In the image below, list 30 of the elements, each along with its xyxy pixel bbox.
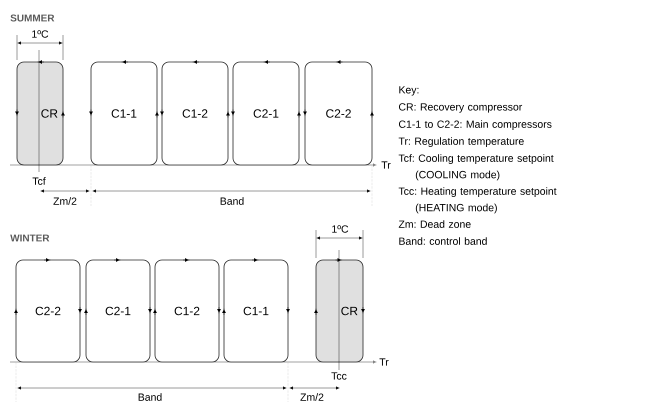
key-entry: Tr: Regulation temperature: [398, 137, 524, 147]
key-entry: Band: control band: [399, 237, 487, 245]
axis-label: Band: [219, 196, 245, 206]
key-entry: Zm: Dead zone: [398, 220, 471, 228]
key-entry: Key:: [399, 86, 418, 96]
dimension-label: 1ºC: [30, 30, 50, 38]
axis-label: Tcf: [32, 176, 46, 186]
hysteresis-loop: CR: [15, 60, 65, 166]
key-entry: Tcc: Heating temperature setpoint (HEATING mode): [398, 187, 557, 214]
axis-label: Band: [137, 392, 163, 402]
key-entry: Tcf: Cooling temperature setpoint (COOLING mode): [398, 154, 554, 180]
key-entry: C1-1 to C2-2: Main compressors: [399, 120, 552, 130]
hysteresis-loop: C2-2: [14, 258, 82, 362]
hysteresis-loop: C1-1: [222, 258, 290, 362]
hysteresis-loop: C2-1: [231, 60, 301, 166]
hysteresis-loop: C2-2: [303, 60, 374, 166]
section-title: WINTER: [10, 234, 50, 242]
axis-label: Zm/2: [300, 392, 324, 402]
hysteresis-loop: C1-2: [153, 258, 221, 362]
hysteresis-loop: C1-2: [160, 60, 230, 166]
hysteresis-loop: C2-1: [84, 258, 152, 362]
axis-label: Tcc: [330, 372, 348, 380]
axis-label: Tr: [378, 358, 390, 366]
hysteresis-loop: C1-1: [89, 60, 159, 166]
axis-label: Tr: [380, 160, 392, 170]
axis-label: Zm/2: [52, 196, 78, 206]
dimension-label: 1ºC: [330, 224, 350, 234]
section-title: SUMMER: [10, 14, 54, 22]
key-entry: CR: Recovery compressor: [399, 103, 522, 113]
hysteresis-loop: CR: [314, 258, 365, 362]
